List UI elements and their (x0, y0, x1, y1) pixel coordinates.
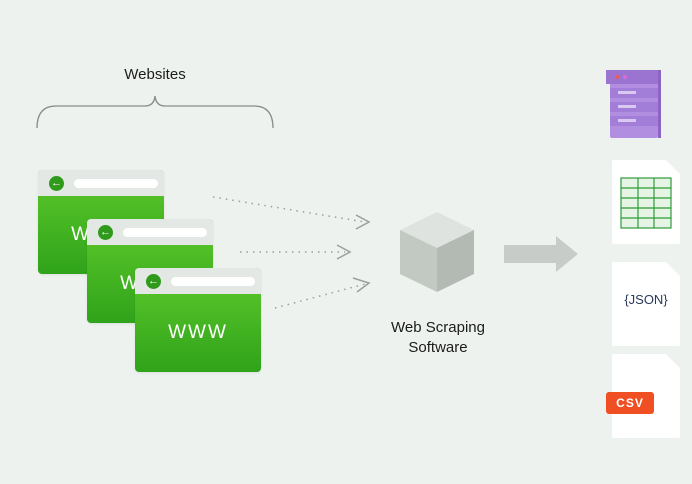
software-label: Web Scraping Software (358, 318, 518, 358)
url-field (123, 228, 207, 237)
output-arrow-icon (504, 236, 578, 272)
software-label-line2: Software (408, 339, 468, 356)
website-window-3: ← WWW (135, 268, 261, 372)
back-arrow-icon: ← (49, 176, 64, 191)
json-label: {JSON} (624, 292, 668, 307)
url-field (74, 179, 158, 188)
csv-file-icon: CSV (606, 354, 680, 438)
dotted-arrow-1 (212, 196, 371, 230)
browser-bar: ← (135, 268, 261, 294)
spreadsheet-grid-icon (620, 177, 672, 229)
browser-bar: ← (87, 219, 213, 245)
dotted-arrow-2 (240, 244, 352, 260)
browser-bar: ← (38, 170, 164, 196)
back-arrow-icon: ← (98, 225, 113, 240)
software-cube-icon (400, 212, 474, 292)
database-icon (606, 70, 661, 138)
back-arrow-icon: ← (146, 274, 161, 289)
url-field (171, 277, 255, 286)
websites-label: Websites (124, 66, 186, 83)
websites-brace (36, 95, 274, 129)
www-text: WWW (168, 322, 228, 343)
dotted-arrow-3 (274, 277, 371, 309)
software-label-line1: Web Scraping (391, 319, 485, 336)
spreadsheet-icon (612, 160, 680, 244)
json-file-icon: {JSON} (612, 262, 680, 346)
csv-label: CSV (606, 392, 654, 414)
